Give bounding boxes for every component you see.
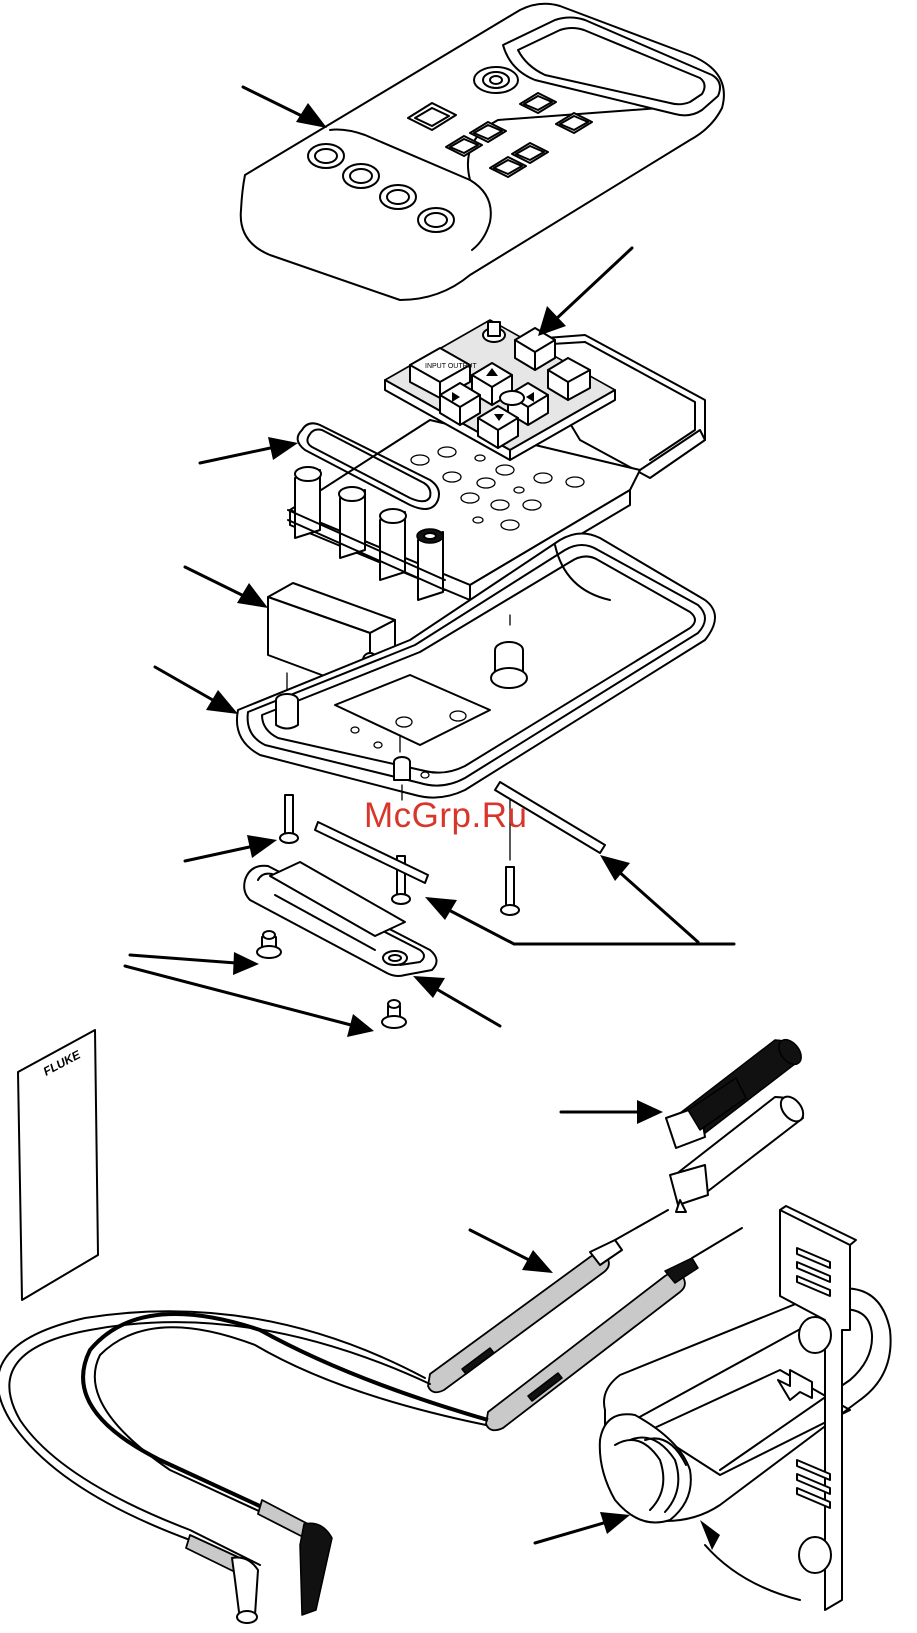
battery-door <box>244 862 436 976</box>
watermark-text: McGrp.Ru <box>364 796 527 836</box>
callout-arrow <box>200 437 298 463</box>
callout-arrow <box>425 897 734 944</box>
callout-arrow <box>470 1230 553 1273</box>
keypad-label: INPUT OUTPUT <box>425 363 477 370</box>
alligator-clips <box>666 1035 808 1212</box>
pc-board-assembly: INPUT OUTPUT <box>288 320 705 600</box>
callout-arrow <box>413 976 500 1026</box>
holster <box>600 1206 891 1610</box>
users-manual: FLUKE <box>18 1030 98 1300</box>
callout-arrow <box>185 567 268 608</box>
callout-arrow <box>561 1100 663 1124</box>
callout-arrow <box>125 966 374 1037</box>
callout-arrow <box>600 855 698 942</box>
callout-arrow <box>535 1512 630 1543</box>
callout-arrow <box>243 87 327 128</box>
callout-arrow <box>155 667 238 714</box>
top-cover <box>241 4 724 300</box>
callout-arrow <box>185 835 277 861</box>
callout-arrow <box>538 248 632 336</box>
